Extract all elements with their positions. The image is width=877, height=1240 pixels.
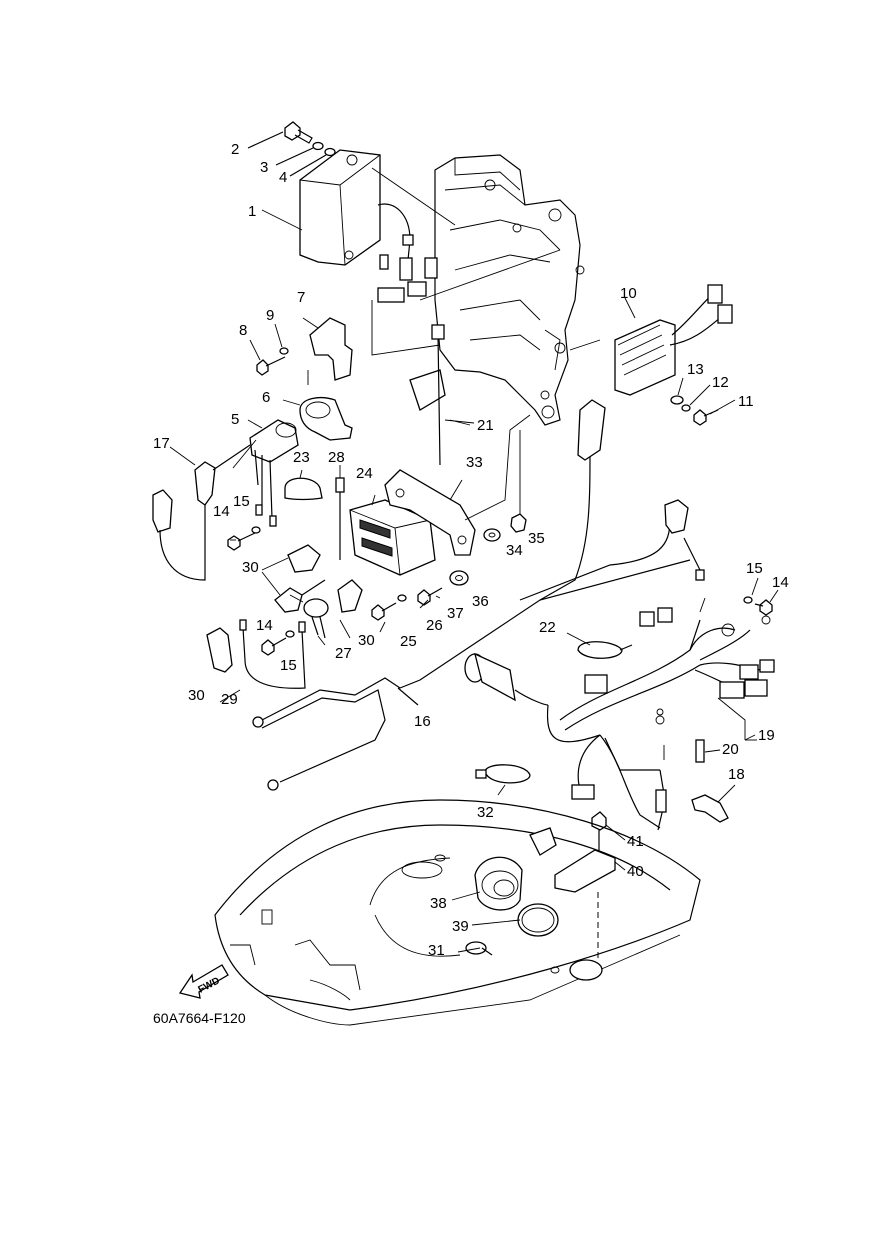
label-13: 13 bbox=[687, 361, 704, 378]
label-35: 35 bbox=[528, 530, 545, 547]
washer-36 bbox=[449, 570, 469, 586]
label-27: 27 bbox=[335, 645, 352, 662]
bolt-washers-11-13 bbox=[670, 377, 736, 426]
cable-band-32 bbox=[475, 764, 531, 796]
label-10: 10 bbox=[620, 285, 637, 302]
bracket-7 bbox=[249, 317, 353, 385]
label-41: 41 bbox=[627, 833, 644, 850]
label-8: 8 bbox=[239, 322, 247, 339]
clip-31 bbox=[465, 941, 493, 956]
spark-plug-leads bbox=[519, 399, 705, 601]
part-labels: 2 3 4 1 7 8 9 10 13 12 11 6 5 21 17 23 2… bbox=[153, 141, 789, 1026]
cap-30-middle bbox=[261, 557, 326, 613]
label-39: 39 bbox=[452, 918, 469, 935]
label-3: 3 bbox=[260, 159, 268, 176]
label-23: 23 bbox=[293, 449, 310, 466]
label-25: 25 bbox=[400, 633, 417, 650]
label-24: 24 bbox=[356, 465, 373, 482]
fuse-20 bbox=[695, 739, 721, 763]
cable-band-22 bbox=[566, 632, 633, 659]
leader-lines bbox=[219, 209, 756, 953]
plug-cap-17 bbox=[152, 444, 251, 581]
washer-26 bbox=[397, 594, 407, 602]
label-20: 20 bbox=[722, 741, 739, 758]
relay-bracket-6 bbox=[282, 397, 353, 441]
label-40: 40 bbox=[627, 863, 644, 880]
bolt-37 bbox=[417, 587, 443, 606]
wire-harness-19 bbox=[546, 597, 775, 831]
label-29: 29 bbox=[221, 691, 238, 708]
label-7: 7 bbox=[297, 289, 305, 306]
bolt-washers-2-4 bbox=[247, 121, 336, 177]
label-2: 2 bbox=[231, 141, 239, 158]
label-30a: 30 bbox=[242, 559, 259, 576]
bolt-washer-14-15-left bbox=[227, 526, 261, 551]
label-12: 12 bbox=[712, 374, 729, 391]
label-1: 1 bbox=[248, 203, 256, 220]
rectifier-regulator-10 bbox=[569, 284, 733, 396]
label-28: 28 bbox=[328, 449, 345, 466]
label-31: 31 bbox=[428, 942, 445, 959]
cable-clamp-21 bbox=[409, 324, 471, 466]
label-17: 17 bbox=[153, 435, 170, 452]
label-6: 6 bbox=[262, 389, 270, 406]
starter-relay-5 bbox=[247, 419, 299, 527]
label-32: 32 bbox=[477, 804, 494, 821]
label-33: 33 bbox=[466, 454, 483, 471]
bolt-washer-14-15-right bbox=[743, 577, 779, 616]
battery-cable-16 bbox=[252, 559, 691, 791]
label-15a: 15 bbox=[233, 493, 250, 510]
grommet-34 bbox=[483, 528, 501, 542]
label-16: 16 bbox=[414, 713, 431, 730]
label-19: 19 bbox=[758, 727, 775, 744]
bolt-25 bbox=[371, 602, 397, 621]
label-9: 9 bbox=[266, 307, 274, 324]
clamp-27 bbox=[303, 598, 329, 639]
fwd-arrow-icon: FWD bbox=[178, 964, 229, 999]
label-15b: 15 bbox=[280, 657, 297, 674]
label-5: 5 bbox=[231, 411, 239, 428]
cap-30-right bbox=[337, 579, 363, 613]
engine-block bbox=[434, 154, 585, 426]
label-38: 38 bbox=[430, 895, 447, 912]
grommet-38 bbox=[474, 827, 557, 911]
cap-30-lower bbox=[206, 627, 233, 673]
label-37: 37 bbox=[447, 605, 464, 622]
drawing-code: 60A7664-F120 bbox=[153, 1010, 246, 1026]
label-11: 11 bbox=[738, 393, 754, 410]
label-14c: 14 bbox=[772, 574, 789, 591]
label-14b: 14 bbox=[256, 617, 273, 634]
label-26: 26 bbox=[426, 617, 443, 634]
label-30c: 30 bbox=[188, 687, 205, 704]
label-30b: 30 bbox=[358, 632, 375, 649]
clamp-23 bbox=[284, 469, 323, 501]
cap-30-upper bbox=[287, 544, 321, 573]
label-15c: 15 bbox=[746, 560, 763, 577]
cdi-unit bbox=[299, 149, 561, 356]
main-connector bbox=[464, 652, 549, 706]
label-34: 34 bbox=[506, 542, 523, 559]
bracket-40 bbox=[554, 849, 626, 960]
o-ring-39 bbox=[517, 903, 559, 937]
connector-28 bbox=[335, 465, 345, 560]
label-21: 21 bbox=[477, 417, 494, 434]
label-14a: 14 bbox=[213, 503, 230, 520]
collar-35 bbox=[510, 430, 527, 533]
label-36: 36 bbox=[472, 593, 489, 610]
lower-cowling bbox=[214, 799, 701, 1026]
holder-18 bbox=[691, 784, 736, 823]
bolt-washer-14-15-lower bbox=[261, 630, 295, 656]
lead-29 bbox=[239, 619, 306, 689]
plate-bracket-33 bbox=[384, 414, 531, 556]
junction-box-24 bbox=[349, 494, 436, 576]
label-22: 22 bbox=[539, 619, 556, 636]
label-4: 4 bbox=[279, 169, 287, 186]
label-18: 18 bbox=[728, 766, 745, 783]
